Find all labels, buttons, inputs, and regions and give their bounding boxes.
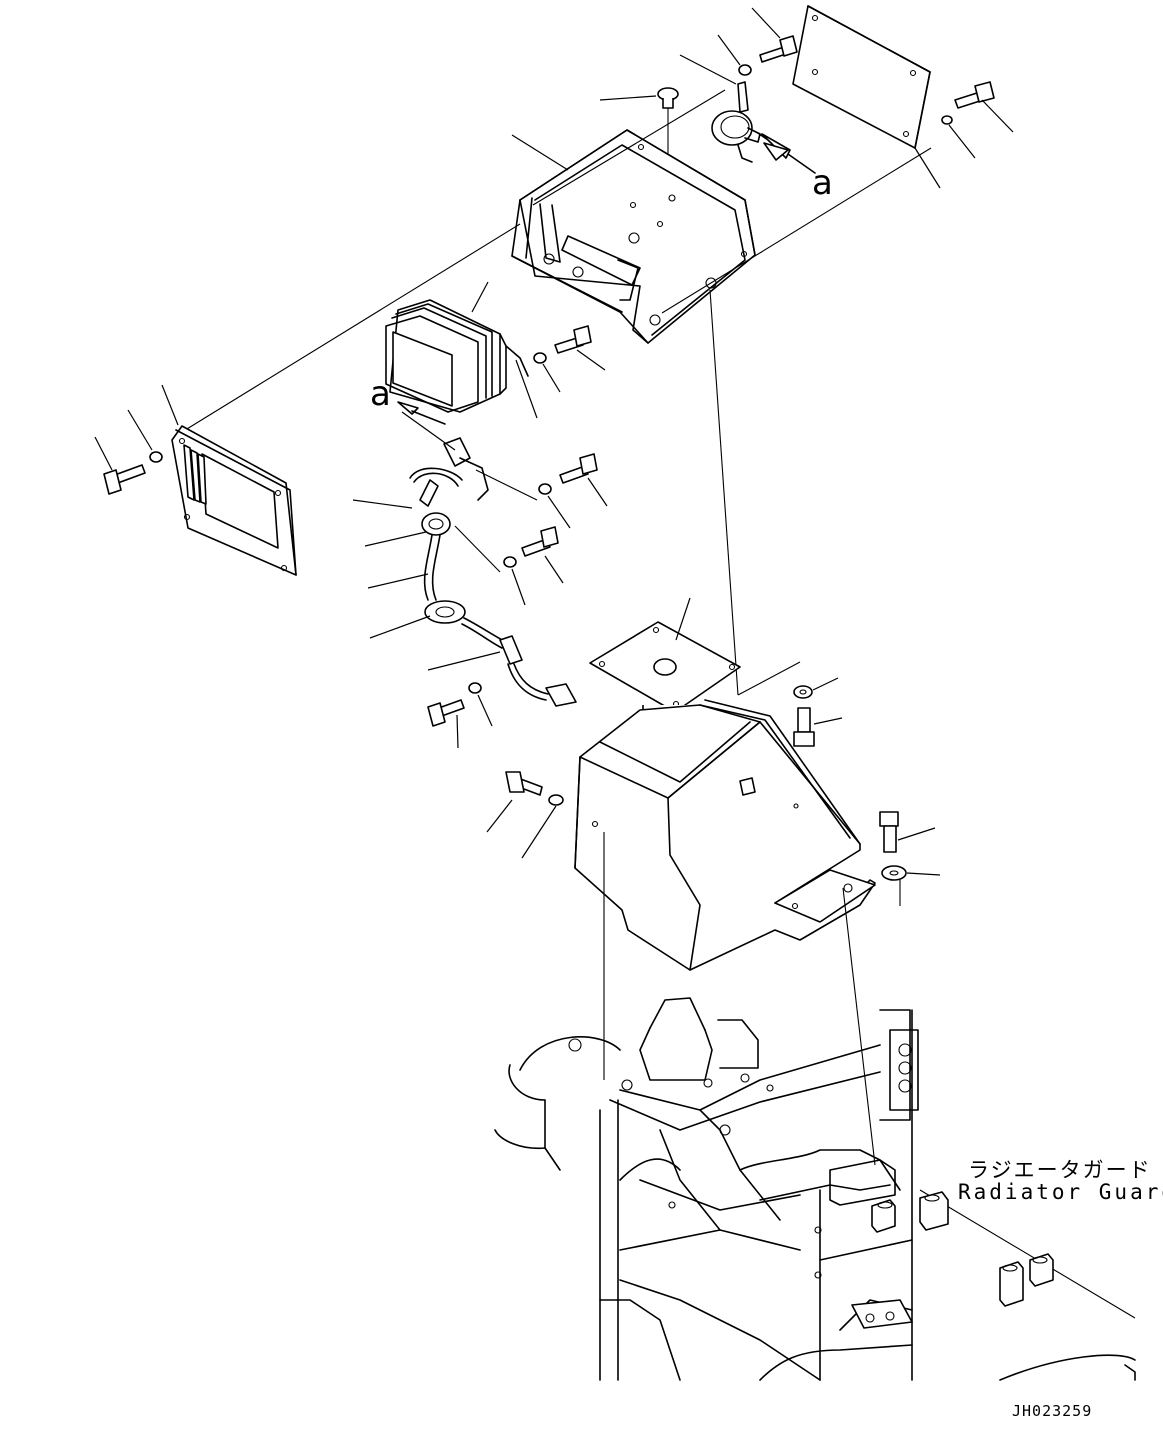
bolt-base-left: [487, 772, 563, 858]
lamp-bracket-base: [575, 598, 875, 970]
lamp-wiring-harness: [353, 412, 576, 706]
lamp-cover-top-plate: [793, 6, 930, 148]
bolt-base-vertical: [738, 662, 842, 746]
bolt-base-right: [880, 812, 940, 906]
radiator-guard-label-en: Radiator Guard: [958, 1180, 1163, 1204]
bolt-top-right-2: [942, 82, 1013, 158]
bolt-left: [95, 410, 162, 494]
view-arrow-top: [764, 143, 788, 160]
bolt-mid-1: [534, 326, 605, 392]
bolt-top-right-1: [752, 8, 797, 62]
bolt-mid-3: [455, 526, 563, 605]
view-marker-lower: a: [370, 374, 391, 414]
lamp-lens-bezel: [162, 385, 296, 575]
work-lamp: [386, 282, 537, 418]
washer-top-right-1: [718, 35, 751, 75]
view-marker-upper: a: [812, 163, 833, 203]
bolt-mid-4: [428, 683, 492, 748]
drawing-number: JH023259: [1012, 1402, 1093, 1420]
lamp-cover-upper: [512, 130, 755, 343]
radiator-guard-label-jp: ラジエータガード: [968, 1158, 1152, 1182]
radiator-guard-frame: [495, 998, 1135, 1380]
bolt-mid-2: [476, 454, 607, 528]
washer-base-top: [794, 678, 838, 698]
view-arrow-left: [398, 402, 445, 424]
